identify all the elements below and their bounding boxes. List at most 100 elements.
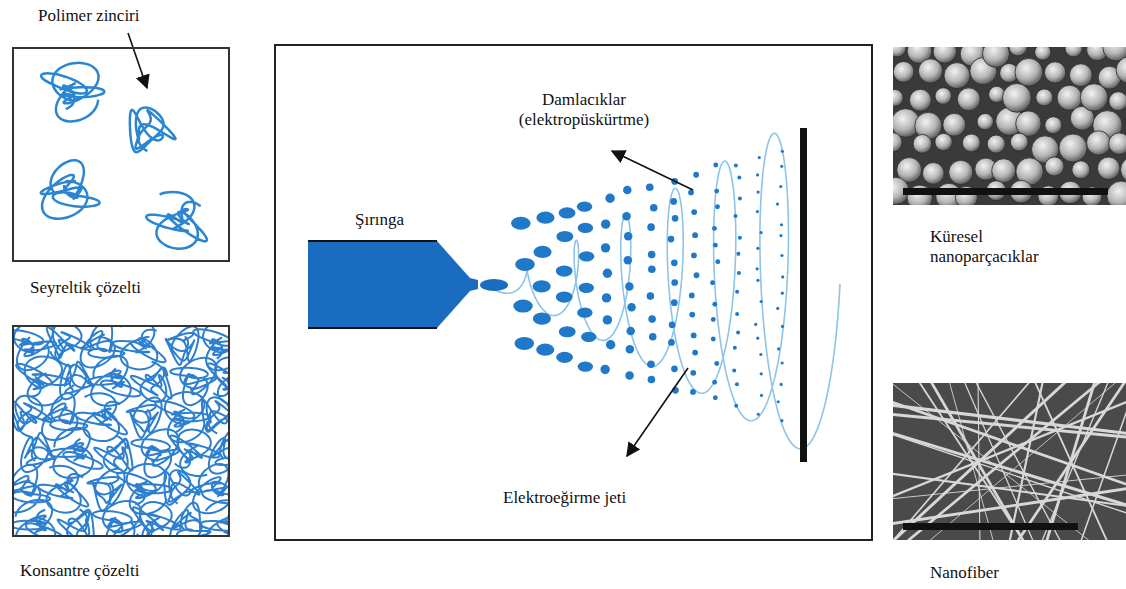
droplet [781, 361, 784, 364]
droplet [626, 345, 635, 354]
droplet [756, 267, 759, 270]
nanoparticle [1016, 111, 1042, 137]
nanoparticle [1059, 134, 1087, 162]
droplet [735, 312, 739, 316]
nanoparticle [913, 134, 932, 153]
polymer-coil [202, 397, 228, 433]
droplet [668, 339, 675, 346]
nanoparticle [1036, 89, 1053, 106]
nanoparticle [1044, 62, 1065, 83]
polymer-chains-dilute [41, 63, 207, 249]
droplet [533, 246, 551, 258]
droplet [690, 389, 696, 395]
droplet [715, 204, 720, 209]
droplet [713, 243, 718, 248]
droplet [691, 209, 697, 215]
droplet [757, 413, 760, 416]
droplet [776, 307, 779, 310]
sem-image-fibers [893, 383, 1126, 540]
nanoparticle [1009, 47, 1028, 56]
droplet [759, 231, 762, 234]
syringe-barrel [308, 241, 437, 328]
nanoparticle [949, 160, 973, 184]
droplet [712, 380, 717, 385]
droplet [533, 313, 551, 325]
droplet [536, 344, 554, 356]
nanoparticle [935, 133, 952, 150]
droplet [777, 400, 780, 403]
node-caption: Seyreltik çözelti [30, 278, 141, 298]
part-label: Şırınga [355, 210, 404, 230]
sem-panel: Nanofiber [893, 383, 1126, 540]
sem-panel: Küresel nanoparçacıklar [893, 47, 1126, 205]
nanofiber-strand [972, 383, 1064, 540]
node-caption: Küresel nanoparçacıklar [930, 227, 1060, 268]
droplet [578, 361, 593, 371]
droplet [688, 190, 694, 196]
droplet [779, 185, 782, 188]
droplet [556, 265, 573, 276]
droplet [624, 232, 633, 241]
droplet [646, 184, 654, 192]
droplet [670, 198, 677, 205]
polymer-coil [42, 393, 87, 440]
droplet [515, 337, 535, 350]
taylor-drop [480, 279, 508, 291]
droplet [536, 212, 554, 224]
nanoparticle [992, 159, 1016, 183]
nanoparticle [1107, 181, 1126, 205]
polymer-coil [14, 465, 50, 513]
nanoparticle [977, 113, 993, 129]
nanoparticle [933, 47, 956, 63]
nanoparticle [943, 113, 966, 136]
nanoparticle [962, 134, 980, 152]
droplet [776, 202, 779, 205]
droplet [710, 280, 715, 285]
leader-arrow [128, 33, 147, 88]
nanoparticle [1109, 92, 1126, 111]
nanoparticle [1069, 64, 1092, 87]
nanofiber-strand [893, 383, 1073, 540]
droplet [760, 394, 763, 397]
nanoparticle [893, 47, 906, 57]
droplet [781, 275, 784, 278]
droplet [627, 303, 636, 312]
droplet [713, 395, 718, 400]
scale-bar [903, 523, 1078, 530]
droplet [648, 315, 656, 323]
droplet [692, 350, 698, 356]
droplet [756, 337, 759, 340]
polymer-coil [87, 469, 124, 511]
polymer-coil [131, 429, 179, 477]
nanoparticle [893, 133, 902, 153]
droplet [777, 347, 780, 350]
droplet [781, 150, 784, 153]
droplet [689, 293, 695, 299]
nanoparticle [1121, 157, 1126, 183]
droplet [581, 332, 596, 342]
droplet [711, 317, 716, 322]
droplet [760, 300, 763, 303]
droplet [780, 383, 783, 386]
polymer-coil [14, 500, 65, 535]
droplet [648, 251, 656, 259]
nanoparticle [1109, 133, 1126, 155]
droplet [715, 259, 720, 264]
nanoparticle [1087, 131, 1111, 155]
nanoparticle [893, 90, 903, 107]
droplet [735, 290, 739, 294]
syringe-edge [308, 240, 437, 242]
droplet [781, 325, 784, 328]
droplet [732, 369, 736, 373]
nanofiber-strand [1039, 383, 1111, 540]
node-caption: Konsantre çözelti [20, 561, 139, 581]
droplet [694, 272, 700, 278]
syringe [308, 241, 508, 328]
nanoparticle [935, 88, 952, 105]
nanoparticle [944, 63, 970, 89]
droplet [759, 353, 762, 356]
droplet [780, 419, 783, 422]
polymer-coil [41, 160, 100, 219]
polymer-coil [93, 501, 143, 535]
droplet [733, 346, 737, 350]
